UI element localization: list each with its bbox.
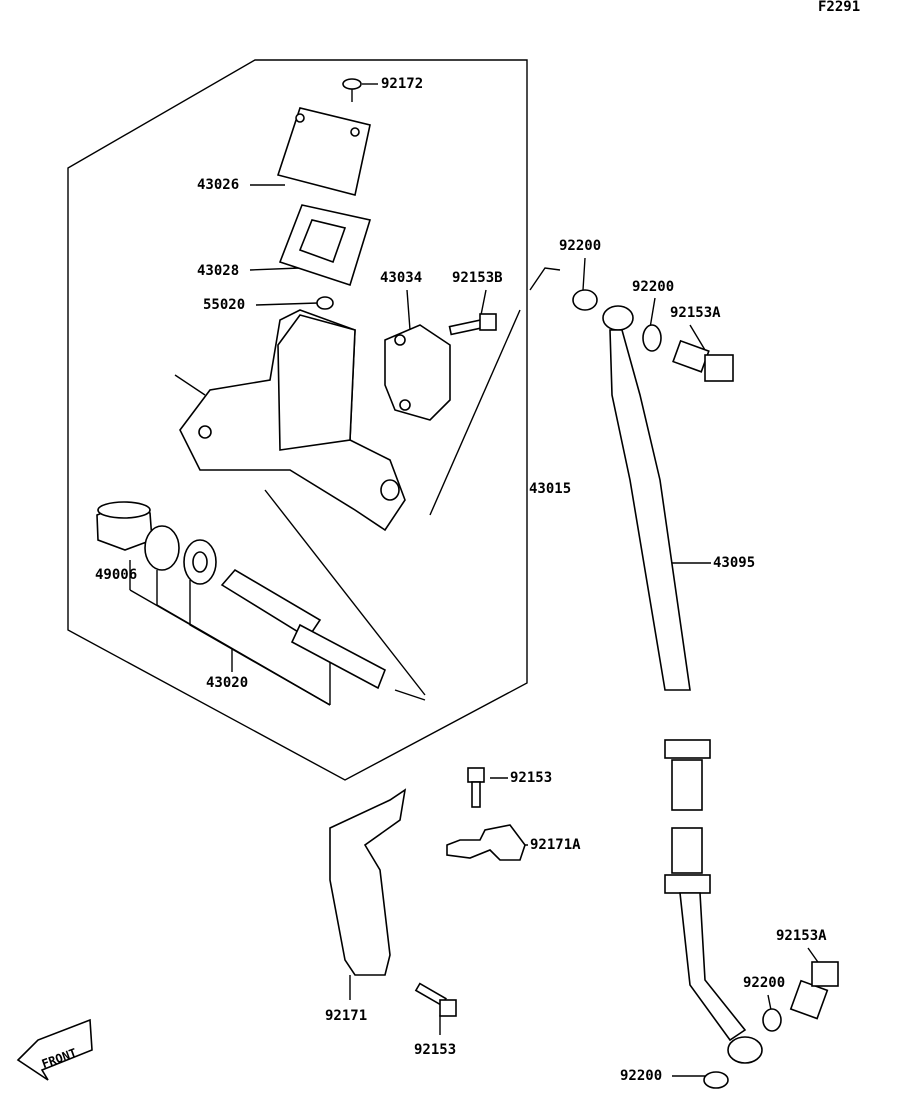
- callout-43020[interactable]: 43020: [206, 675, 249, 691]
- washer: [183, 539, 217, 585]
- cap-55020: [316, 296, 334, 310]
- callout-92153[interactable]: 92153: [414, 1042, 457, 1058]
- callout-43026[interactable]: 43026: [197, 177, 240, 193]
- reservoir-cap-43026: [276, 107, 371, 196]
- bolt-92153A-bot: [789, 961, 839, 1020]
- callout-43034[interactable]: 43034: [380, 270, 423, 286]
- assembly-outline: [67, 59, 528, 781]
- callout-43095[interactable]: 43095: [713, 555, 756, 571]
- callout-49006[interactable]: 49006: [95, 567, 138, 583]
- hose-43095: [572, 289, 782, 1089]
- front-arrow-icon: FRONT: [16, 1018, 93, 1081]
- bolt-92153-bot: [414, 982, 457, 1017]
- callout-92153[interactable]: 92153: [510, 770, 553, 786]
- boot-49006: [96, 501, 153, 551]
- callout-92200[interactable]: 92200: [620, 1068, 663, 1084]
- bolt-92153B: [448, 313, 497, 336]
- bolt-92153-top: [467, 767, 485, 808]
- callout-92200[interactable]: 92200: [632, 279, 675, 295]
- callout-92153A[interactable]: 92153A: [776, 928, 827, 944]
- diaphragm-43028: [278, 204, 372, 287]
- callout-92153A[interactable]: 92153A: [670, 305, 721, 321]
- clamp-43034: [384, 324, 451, 421]
- screw-92172: [342, 78, 362, 102]
- master-cylinder-body: [179, 309, 406, 532]
- callout-43028[interactable]: 43028: [197, 263, 240, 279]
- callout-92171A[interactable]: 92171A: [530, 837, 581, 853]
- callout-92200[interactable]: 92200: [743, 975, 786, 991]
- piston-assembly: [220, 568, 387, 690]
- callout-92171[interactable]: 92171: [325, 1008, 368, 1024]
- clamp-92171A: [446, 824, 526, 861]
- callout-92172[interactable]: 92172: [381, 76, 424, 92]
- diagram-code: F2291: [818, 0, 861, 15]
- callout-55020[interactable]: 55020: [203, 297, 246, 313]
- callout-43015[interactable]: 43015: [529, 481, 572, 497]
- callout-92200[interactable]: 92200: [559, 238, 602, 254]
- bolt-92153A-top: [672, 339, 734, 382]
- bracket-92171: [329, 788, 407, 976]
- leader-lines: [129, 83, 821, 1077]
- callout-92153B[interactable]: 92153B: [452, 270, 503, 286]
- circlip: [144, 525, 180, 571]
